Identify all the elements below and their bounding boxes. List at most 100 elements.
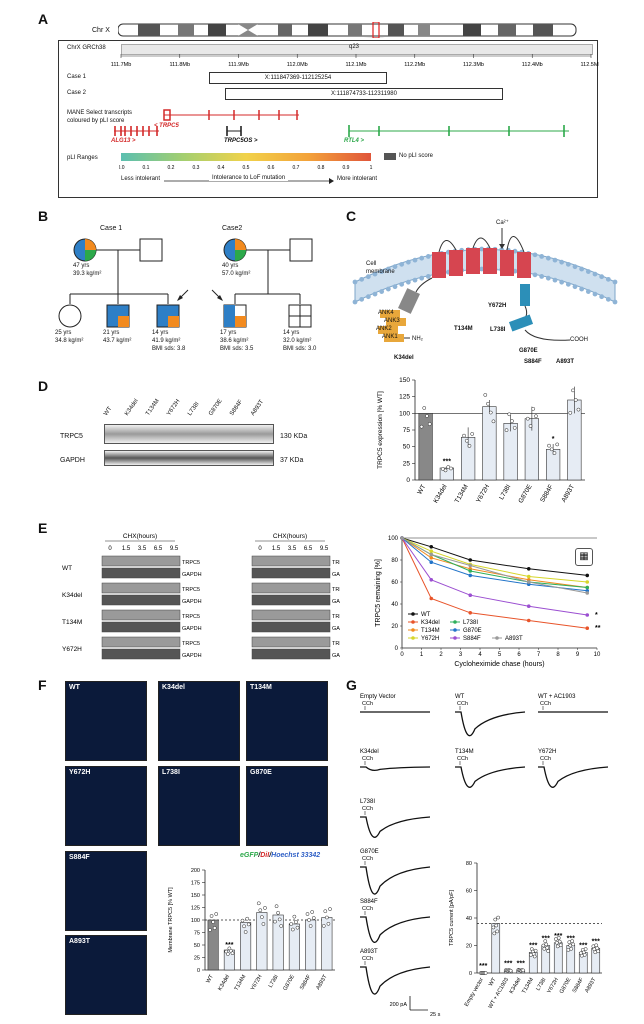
lipid-head	[479, 266, 485, 272]
x-axis-label: Cycloheximide chase (hours)	[454, 661, 544, 668]
data-point	[549, 447, 554, 452]
axis-tick-label: 112.3Mb	[463, 62, 484, 68]
data-point	[400, 536, 404, 540]
transcript-track	[114, 109, 569, 137]
lipid-head	[539, 274, 545, 279]
gene-trpc5: < TRPC5	[154, 123, 179, 129]
current-trace	[360, 766, 431, 772]
y-tick-label: 0	[469, 971, 472, 977]
significance-mark: *	[595, 612, 598, 619]
data-point	[429, 545, 434, 549]
lipid-head	[385, 266, 391, 272]
lipid-head	[392, 264, 398, 270]
data-point	[211, 920, 215, 924]
data-point	[570, 939, 575, 943]
y-tick-label: 60	[391, 580, 398, 586]
data-point	[276, 910, 280, 915]
data-point	[507, 412, 512, 417]
lipid-head	[565, 261, 571, 267]
gapdh-band	[251, 648, 331, 660]
legend-marker	[495, 636, 499, 640]
case1-label: Case 1	[67, 74, 87, 80]
x-tick-label: G870E	[282, 974, 296, 992]
grid-icon[interactable]: ▦	[575, 548, 593, 566]
blot-lane-label: WT	[103, 405, 114, 417]
x-tick-label: L738I	[535, 977, 547, 992]
blot-lane-label: K34del	[124, 398, 140, 417]
bar	[272, 914, 284, 971]
pli-tick-label: 0.5	[243, 165, 250, 171]
lipid-head	[365, 274, 371, 280]
data-point	[526, 567, 531, 571]
data-point	[429, 578, 434, 582]
y-tick-label: 0	[197, 968, 200, 974]
x-tick-label: 1	[420, 652, 424, 658]
data-point	[495, 929, 500, 934]
data-point	[464, 438, 469, 443]
y-tick-label: 25	[194, 956, 200, 962]
blot-trpc5	[104, 424, 274, 444]
significance-mark: **	[595, 625, 601, 632]
y-tick-label: 125	[399, 394, 410, 401]
data-point	[512, 426, 517, 430]
lipid-head	[559, 259, 565, 265]
data-point	[525, 416, 530, 421]
x-tick-label: S884F	[299, 973, 313, 991]
time-label: 6.5	[304, 546, 313, 552]
time-label: 1.5	[122, 546, 131, 552]
data-point	[508, 968, 513, 973]
lipid-head	[399, 281, 405, 287]
data-point	[429, 552, 434, 557]
lipid-head	[352, 299, 358, 305]
data-point	[289, 922, 294, 926]
band-label: GAPDH	[332, 653, 340, 659]
case1-region: X:111847369-112125254	[209, 72, 387, 84]
lipid-head	[412, 277, 418, 283]
data-point	[595, 946, 600, 951]
band-label: TRPC5	[332, 560, 340, 566]
band-label: GAPDH	[332, 572, 340, 578]
data-point	[521, 968, 526, 973]
lipid-head	[532, 272, 538, 278]
micrograph-t134m: T134M	[246, 681, 328, 761]
trpc5-band	[251, 636, 331, 648]
blot-lane-label: S884F	[229, 399, 245, 417]
data-point	[468, 611, 473, 615]
axis-tick-label: 112.0Mb	[287, 62, 308, 68]
band-label: TRPC5	[182, 641, 200, 647]
x-tick-label: L738I	[268, 974, 280, 989]
data-point	[491, 925, 496, 930]
stim-label: CCh	[362, 806, 373, 812]
time-label: 9.5	[320, 546, 329, 552]
data-point	[326, 921, 331, 926]
bar	[256, 912, 268, 971]
data-point	[492, 931, 497, 936]
gapdh-band	[101, 567, 181, 579]
lipid-head	[579, 286, 585, 292]
y-axis-label: Membrane TRPC5 [% WT]	[168, 887, 174, 953]
data-point	[467, 444, 472, 448]
trpc5-band	[251, 555, 331, 567]
mut-l738i: L738I	[490, 327, 506, 333]
x-tick-label: T134M	[521, 977, 535, 995]
y-tick-label: 50	[194, 943, 200, 949]
data-point	[569, 946, 574, 951]
band-label: TRPC5	[332, 641, 340, 647]
time-label: 0	[108, 546, 112, 552]
trpc5-band	[101, 582, 181, 594]
data-point	[427, 422, 432, 426]
x-tick-label: Empty vector	[464, 977, 485, 1008]
pli-tick-label: 0.3	[193, 165, 200, 171]
data-point	[245, 916, 250, 921]
significance-mark: ***	[529, 942, 537, 949]
y-tick-label: 0	[395, 646, 399, 652]
lipid-head	[352, 279, 358, 285]
pli-tick-label: 0.6	[268, 165, 275, 171]
